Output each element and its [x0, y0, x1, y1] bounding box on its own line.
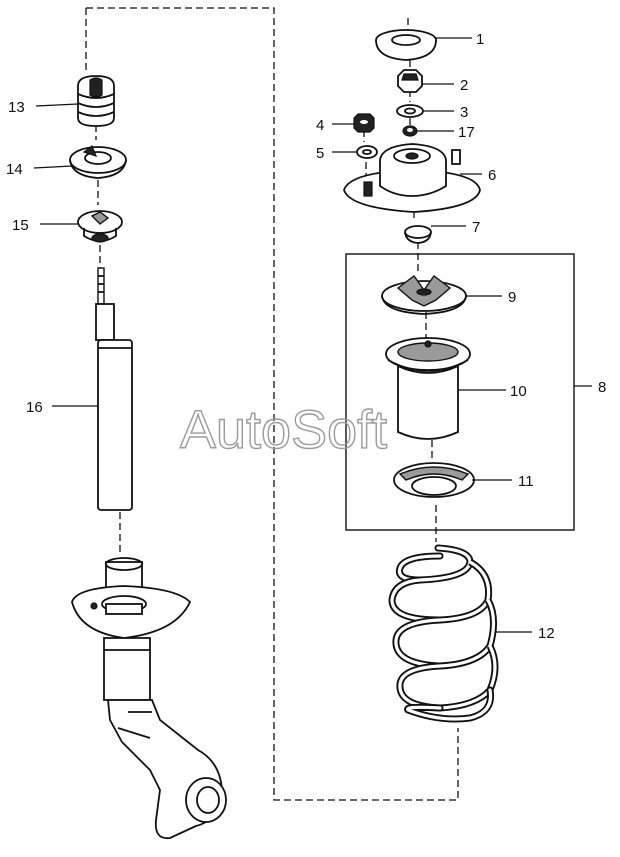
label-13: 13 — [8, 99, 25, 116]
label-6: 6 — [488, 167, 496, 184]
strut-housing-knuckle — [71, 557, 227, 840]
part-9-upper-spring-seat — [381, 275, 467, 315]
watermark-text: AutoSoft — [180, 400, 387, 460]
label-2: 2 — [460, 77, 468, 94]
label-1: 1 — [476, 31, 484, 48]
part-4-nut — [353, 113, 375, 133]
part-10-dust-boot — [385, 337, 471, 440]
label-15: 15 — [12, 217, 29, 234]
part-5-washer — [356, 145, 378, 159]
part-7-bearing-bush — [404, 225, 432, 244]
label-16: 16 — [26, 399, 43, 416]
part-2-nut — [397, 69, 423, 93]
part-labels: 1 2 3 17 4 5 6 7 9 10 11 8 12 13 14 15 1… — [6, 31, 606, 642]
label-7: 7 — [472, 219, 480, 236]
part-11-lower-spring-seat — [393, 462, 475, 498]
label-3: 3 — [460, 104, 468, 121]
part-1-top-cap — [375, 29, 437, 61]
label-12: 12 — [538, 625, 555, 642]
part-14-spring-seat — [69, 145, 127, 179]
part-12-coil-spring — [388, 544, 499, 723]
part-13-bump-stop — [77, 75, 115, 127]
assembly-8-box — [345, 253, 575, 531]
label-5: 5 — [316, 145, 324, 162]
leader-lines — [33, 37, 592, 633]
label-14: 14 — [6, 161, 23, 178]
part-17-small-nut — [402, 125, 418, 137]
label-10: 10 — [510, 383, 527, 400]
part-16-strut-cartridge — [95, 267, 133, 511]
label-9: 9 — [508, 289, 516, 306]
label-8: 8 — [598, 379, 606, 396]
part-15-rebound-bumper — [77, 210, 123, 243]
part-6-strut-mount — [343, 143, 481, 213]
label-11: 11 — [518, 473, 534, 490]
label-17: 17 — [458, 124, 475, 141]
label-4: 4 — [316, 117, 324, 134]
part-3-washer — [396, 104, 424, 118]
